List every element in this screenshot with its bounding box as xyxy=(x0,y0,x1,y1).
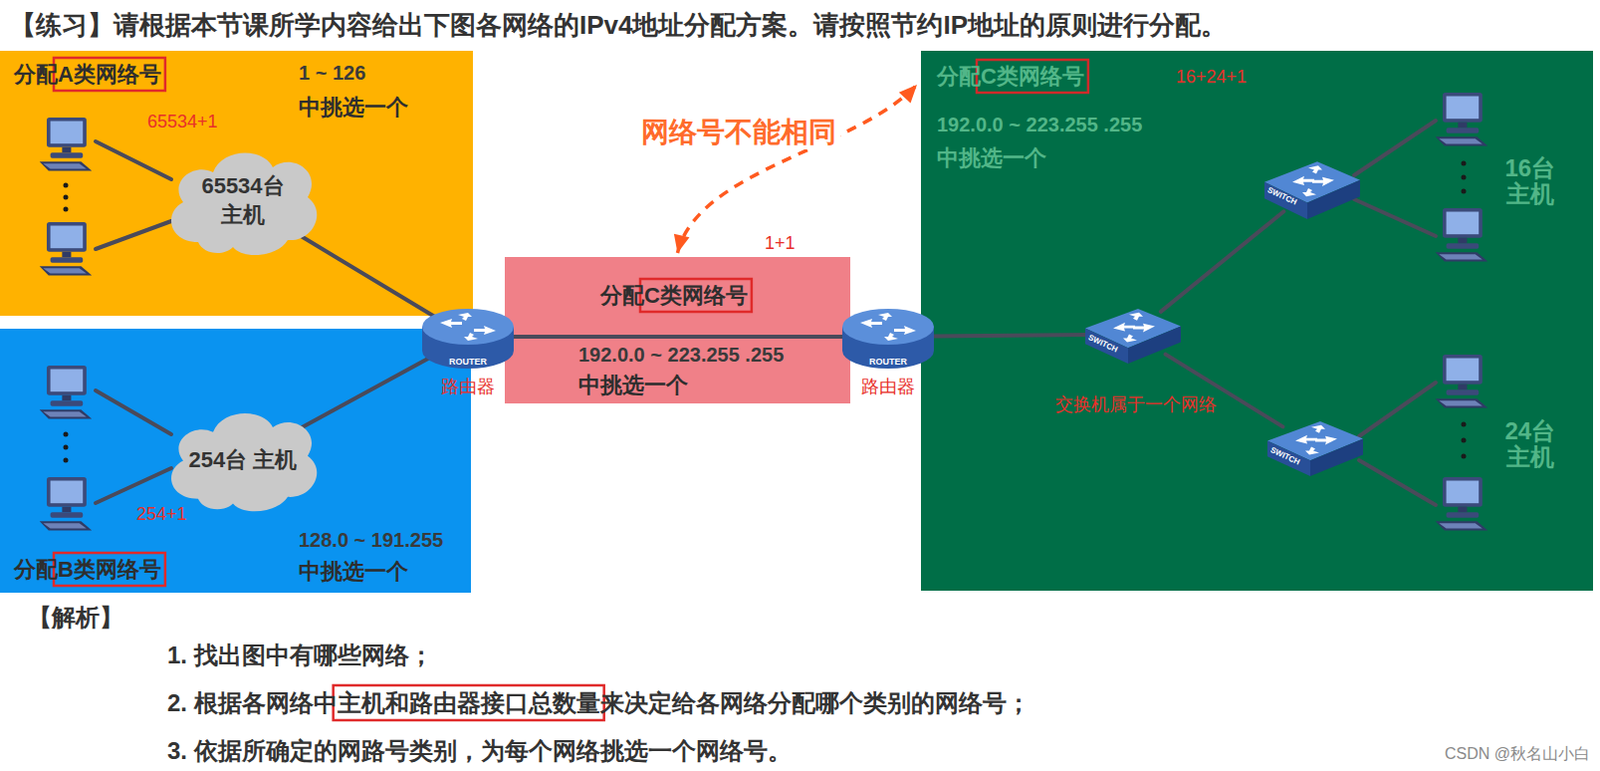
pc-icons xyxy=(39,92,1489,530)
annotation: 65534+1 xyxy=(147,111,219,134)
node-text: 1 ~ 126 xyxy=(298,60,366,85)
node-text: 128.0 ~ 191.255 xyxy=(298,527,444,552)
section-heading: 【解析】 xyxy=(27,603,124,633)
arrow-mark xyxy=(860,318,883,328)
annotation: 1+1 xyxy=(764,232,796,255)
link-line xyxy=(300,355,433,428)
network-region: 分配B类网络号 128.0 ~ 191.255 中挑选一个 254台 主机 xyxy=(0,328,471,593)
host-links xyxy=(95,120,1436,505)
network-region: 分配A类网络号 1 ~ 126 中挑选一个 65534台 主机 xyxy=(0,50,473,316)
node-text: 中挑选一个 xyxy=(578,372,688,399)
arrow-mark xyxy=(894,325,916,335)
node-heading: ROUTER xyxy=(418,356,518,368)
node-heading: 分配B类网络号 xyxy=(13,556,162,583)
cloud-outline xyxy=(158,142,328,260)
arrow-mark xyxy=(884,332,899,341)
node-text: 中挑选一个 xyxy=(298,558,409,585)
router-icon: ROUTER路由器 xyxy=(838,300,938,373)
watermark: CSDN @秋名山小白 xyxy=(1444,743,1591,763)
switch-left xyxy=(1264,182,1308,220)
switch-right xyxy=(1128,326,1181,364)
arrow-mark xyxy=(440,318,462,328)
link-line xyxy=(299,234,435,316)
link-line xyxy=(933,334,1088,337)
arrow-mark xyxy=(1315,436,1338,446)
link-line xyxy=(1160,211,1285,312)
arrow-mark xyxy=(1123,334,1138,343)
step-text: 1. 找出图中有哪些网络； xyxy=(167,641,434,671)
host-count: 16台 主机 xyxy=(1501,155,1560,209)
node-text: 中挑选一个 xyxy=(936,145,1047,172)
switch-arrows xyxy=(1292,165,1335,197)
router-arrows xyxy=(860,312,916,341)
highlight-box xyxy=(640,278,752,312)
node-text: 192.0.0 ~ 223.255 .255 xyxy=(936,112,1143,137)
arrow-mark xyxy=(1113,322,1136,332)
switch-icon: SWITCH xyxy=(1262,153,1363,224)
cloud-shape xyxy=(171,413,317,511)
arrow-mark xyxy=(463,332,478,341)
highlight-box xyxy=(333,685,605,720)
arrow-mark xyxy=(878,312,893,321)
link-line xyxy=(513,334,843,339)
title: 【练习】请根据本节课所学内容给出下图各网络的IPv4地址分配方案。请按照节约IP… xyxy=(9,9,1227,41)
arrow-mark xyxy=(1302,188,1317,197)
highlight-box xyxy=(976,59,1089,93)
switch-outline xyxy=(1265,413,1366,480)
arrow-head xyxy=(674,233,690,253)
switch-icon: SWITCH xyxy=(1083,300,1183,368)
arrow-mark xyxy=(473,325,496,335)
cloud-shape xyxy=(171,153,317,255)
arrow-head xyxy=(899,84,917,104)
router-icon: ROUTER路由器 xyxy=(418,300,518,373)
arrow-mark xyxy=(1308,165,1323,174)
switch-arrows xyxy=(1113,312,1155,343)
network-region: 分配C类网络号 192.0.0 ~ 223.255 .255 中挑选一个 SWITCH… xyxy=(920,50,1594,591)
switch-left xyxy=(1267,441,1311,476)
node-heading: 65534台 主机 xyxy=(188,172,298,229)
host-count: 24台 主机 xyxy=(1501,418,1560,471)
router-top xyxy=(842,308,934,345)
arrow-mark xyxy=(1305,447,1320,456)
network-region: 分配C类网络号 192.0.0 ~ 223.255 .255 中挑选一个 xyxy=(504,256,851,404)
ellipsis-dots xyxy=(63,161,1467,463)
annotation: 交换机属于一个网络 xyxy=(1055,394,1217,417)
link-line xyxy=(1165,354,1284,428)
node-text: 路由器 xyxy=(828,376,948,399)
highlight-box xyxy=(53,552,166,586)
arrow-mark xyxy=(457,312,472,321)
switch-outline xyxy=(1262,153,1363,224)
annotation: 254+1 xyxy=(136,503,188,526)
node-heading: 分配C类网络号 xyxy=(936,63,1085,90)
arrow-mark xyxy=(1295,435,1318,445)
host-cloud: 65534台 主机 xyxy=(158,142,328,260)
switch-arrows xyxy=(1295,425,1338,456)
step-text: 3. 依据所确定的网路号类别，为每个网络挑选一个网络号。 xyxy=(167,736,792,766)
node-heading: 分配C类网络号 xyxy=(600,282,748,309)
switch-icon: SWITCH xyxy=(1265,413,1366,480)
step-text: 2. 根据各网络中主机和路由器接口总数量来决定给各网络分配哪个类别的网络号； xyxy=(167,688,1031,718)
arrow-mark xyxy=(1292,176,1315,186)
switch-outline xyxy=(1083,300,1183,368)
node-text: 192.0.0 ~ 223.255 .255 xyxy=(578,342,784,367)
node-heading: ROUTER xyxy=(838,356,938,368)
highlight-box xyxy=(53,57,166,91)
arrow-mark xyxy=(1312,177,1335,187)
arrow-mark xyxy=(1133,323,1155,333)
switch-left xyxy=(1085,328,1129,364)
node-text: 中挑选一个 xyxy=(298,94,409,121)
switch-right xyxy=(1307,180,1361,220)
router-arrows xyxy=(440,312,496,341)
host-cloud: 254台 主机 xyxy=(158,403,328,516)
arrow-mark xyxy=(1129,312,1143,321)
edge-label: 网络号不能相同 xyxy=(637,115,841,150)
arrow-mark xyxy=(1311,425,1326,434)
node-text: 路由器 xyxy=(408,376,528,399)
node-heading: 分配A类网络号 xyxy=(13,61,162,88)
router-top xyxy=(422,308,514,345)
dashed-connector xyxy=(678,84,918,253)
switch-right xyxy=(1310,439,1364,476)
node-heading: 254台 主机 xyxy=(188,445,298,474)
annotation: 16+24+1 xyxy=(1175,66,1247,89)
